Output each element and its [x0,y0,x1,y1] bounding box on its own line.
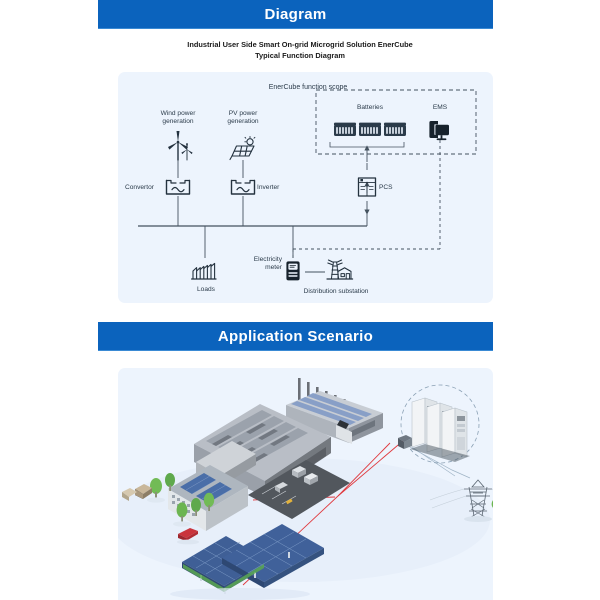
solar-farm [182,524,324,594]
transmission-tower [464,480,492,517]
battery-bracket [329,142,405,148]
wind-turbine-icon [168,131,193,161]
factory-building [286,378,383,444]
label-batteries: Batteries [356,104,384,111]
battery-icons [334,122,406,136]
label-ems: EMS [432,104,448,111]
distribution-substation-icon [326,259,354,280]
label-electricity-meter: Electricity meter [253,256,282,272]
section-banner-diagram-label: Diagram [264,5,327,23]
enercube-scope-box [315,89,477,155]
section-banner-scenario-label: Application Scenario [217,327,374,345]
office-building [168,465,248,531]
label-wind: Wind power generation [160,110,196,126]
convertor-icon [165,179,191,195]
section-banner-diagram: Diagram [98,0,493,28]
car-icon [177,528,199,544]
diagram-title: Industrial User Side Smart On-grid Micro… [0,40,600,61]
section-banner-scenario: Application Scenario [98,322,493,350]
parking-lot [248,460,350,519]
vehicle [292,466,306,478]
electricity-meter-icon [286,261,300,281]
inverter-icon [230,179,256,195]
ems-monitor-icon [429,121,449,141]
house-icons [122,484,152,501]
diagram-title-line1: Industrial User Side Smart On-grid Micro… [187,40,413,49]
label-pv: PV power generation [227,110,259,126]
transformer-node [398,435,412,449]
label-pcs: PCS [379,184,393,191]
label-inverter: Inverter [257,184,280,191]
tree-cluster [147,473,214,527]
enercube-scope-label: EnerCube function scope [268,84,348,91]
diagram-title-line2: Typical Function Diagram [255,50,345,60]
battery-cabinet-inset [401,385,479,463]
diagram-panel [118,72,493,303]
label-convertor: Convertor [125,184,154,191]
pcs-icon [357,177,377,197]
vehicle [304,473,318,485]
label-loads: Loads [197,286,215,293]
vehicle [275,482,288,493]
pv-panel-icon [229,135,256,161]
label-distribution-substation: Distribution substation [303,288,369,295]
loads-icon [191,262,217,280]
